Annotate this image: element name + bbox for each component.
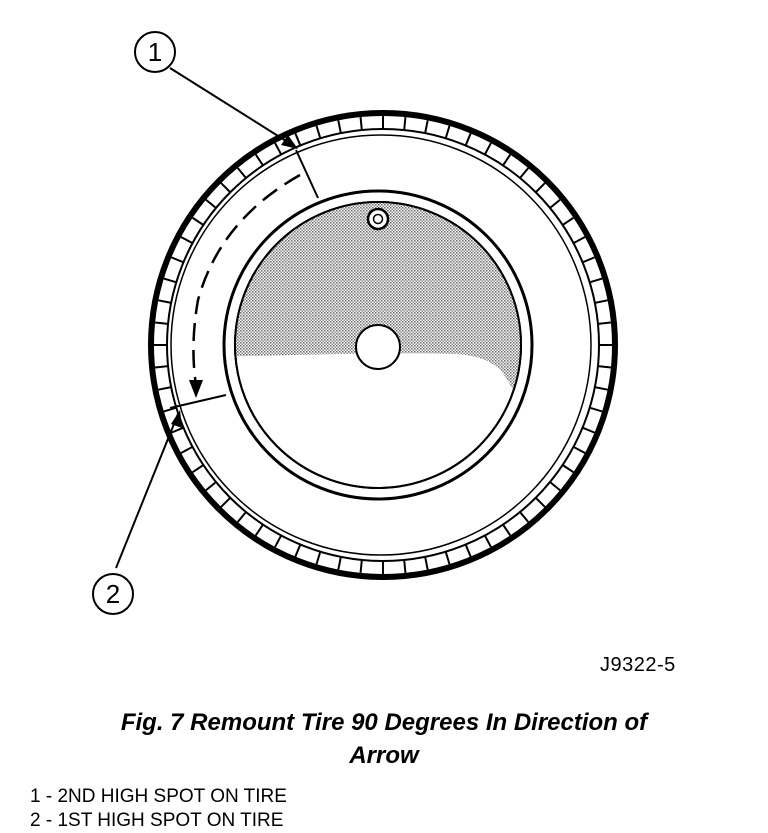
tread-block-divider bbox=[502, 524, 512, 536]
valve-stem-core bbox=[372, 213, 384, 225]
legend-separator: - bbox=[40, 786, 58, 807]
callout-1-number: 1 bbox=[148, 37, 162, 67]
legend-number: 1 bbox=[30, 786, 41, 807]
tread-block-divider bbox=[483, 142, 492, 155]
tread-block-divider bbox=[403, 117, 407, 131]
tread-block-divider bbox=[180, 236, 193, 245]
legend-separator: - bbox=[40, 810, 58, 831]
tread-block-divider bbox=[502, 154, 512, 166]
leader-2-arrowhead-icon bbox=[171, 410, 182, 428]
tread-block-divider bbox=[597, 321, 611, 325]
tread-block-divider bbox=[444, 551, 451, 565]
mark-second-high-spot bbox=[295, 149, 319, 199]
tread-block-divider bbox=[294, 133, 302, 146]
legend-text: 2ND HIGH SPOT ON TIRE bbox=[57, 786, 287, 807]
tread-block-divider bbox=[519, 167, 530, 179]
arrow-head-icon bbox=[189, 380, 203, 398]
tread-block-divider bbox=[424, 120, 429, 134]
hub-hole bbox=[355, 324, 401, 370]
tread-block-divider bbox=[220, 182, 231, 193]
tread-block-divider bbox=[254, 524, 264, 536]
tread-block-divider bbox=[573, 445, 586, 454]
tread-block-divider bbox=[337, 120, 342, 134]
tread-block-divider bbox=[582, 426, 595, 434]
tread-block-divider bbox=[163, 277, 177, 284]
tread-block-divider bbox=[424, 556, 429, 570]
tread-block-divider bbox=[171, 256, 184, 264]
tread-block-divider bbox=[597, 365, 611, 369]
leader-line-2 bbox=[115, 413, 179, 569]
tread-block-divider bbox=[535, 182, 546, 193]
legend-item-1: 1 - 2ND HIGH SPOT ON TIRE bbox=[30, 785, 287, 809]
tread-block-divider bbox=[155, 365, 169, 369]
legend-text: 1ST HIGH SPOT ON TIRE bbox=[57, 810, 284, 831]
figure-id: J9322-5 bbox=[600, 654, 676, 676]
tread-block-divider bbox=[535, 497, 546, 508]
rim-face-outline bbox=[234, 201, 522, 489]
leader-1-arrowhead-icon bbox=[281, 135, 298, 149]
legend-number: 2 bbox=[30, 810, 41, 831]
tread-block-divider bbox=[549, 481, 561, 492]
tread-block-divider bbox=[254, 154, 264, 166]
tread-block-divider bbox=[294, 544, 302, 557]
caption-line-1: Fig. 7 Remount Tire 90 Degrees In Direct… bbox=[120, 709, 648, 736]
callout-2-number: 2 bbox=[106, 579, 120, 609]
tread-block-divider bbox=[220, 497, 231, 508]
tread-inner-edge bbox=[166, 128, 600, 562]
tread-block-divider bbox=[573, 236, 586, 245]
tread-block-divider bbox=[464, 133, 472, 146]
tread-block-divider bbox=[236, 511, 247, 523]
tire-tread bbox=[154, 116, 612, 574]
tread-block-divider bbox=[236, 167, 247, 179]
callout-1-circle bbox=[134, 31, 176, 73]
tread-block-divider bbox=[589, 406, 603, 413]
tread-block-divider bbox=[594, 386, 608, 391]
legend: 1 - 2ND HIGH SPOT ON TIRE 2 - 1ST HIGH S… bbox=[30, 785, 287, 833]
tread-block-divider bbox=[562, 216, 574, 226]
tread-block-divider bbox=[562, 464, 574, 474]
tread-block-divider bbox=[163, 406, 177, 413]
tread-block-divider bbox=[192, 216, 204, 226]
tread-block-divider bbox=[549, 198, 561, 209]
rotation-direction-arrow bbox=[192, 173, 301, 386]
tread-block-divider bbox=[589, 277, 603, 284]
tire-diagram: 1 2 bbox=[92, 31, 618, 615]
tread-block-divider bbox=[192, 464, 204, 474]
mark-first-high-spot bbox=[169, 394, 227, 409]
tread-block-divider bbox=[337, 556, 342, 570]
tread-block-divider bbox=[205, 198, 217, 209]
caption-line-2: Arrow bbox=[349, 742, 419, 769]
sidewall-inner-line bbox=[170, 134, 592, 556]
tread-block-divider bbox=[155, 321, 169, 325]
tread-block-divider bbox=[594, 299, 608, 304]
callout-2-circle bbox=[92, 573, 134, 615]
figure-caption: Fig. 7 Remount Tire 90 Degrees In Direct… bbox=[0, 706, 768, 772]
tread-block-divider bbox=[171, 426, 184, 434]
tread-block-divider bbox=[180, 445, 193, 454]
tread-block-divider bbox=[519, 511, 530, 523]
tread-block-divider bbox=[359, 559, 363, 573]
tread-block-divider bbox=[582, 256, 595, 264]
tread-block-divider bbox=[158, 386, 172, 391]
tread-block-divider bbox=[483, 535, 492, 548]
legend-item-2: 2 - 1ST HIGH SPOT ON TIRE bbox=[30, 809, 287, 833]
tread-block-divider bbox=[158, 299, 172, 304]
tread-block-divider bbox=[403, 559, 407, 573]
tread-block-divider bbox=[274, 142, 283, 155]
tread-block-divider bbox=[359, 117, 363, 131]
leader-line-1 bbox=[169, 67, 295, 147]
tread-block-divider bbox=[274, 535, 283, 548]
tread-block-divider bbox=[444, 125, 451, 139]
tread-block-divider bbox=[315, 551, 322, 565]
tread-block-divider bbox=[205, 481, 217, 492]
tread-block-divider bbox=[464, 544, 472, 557]
tread-block-divider bbox=[315, 125, 322, 139]
